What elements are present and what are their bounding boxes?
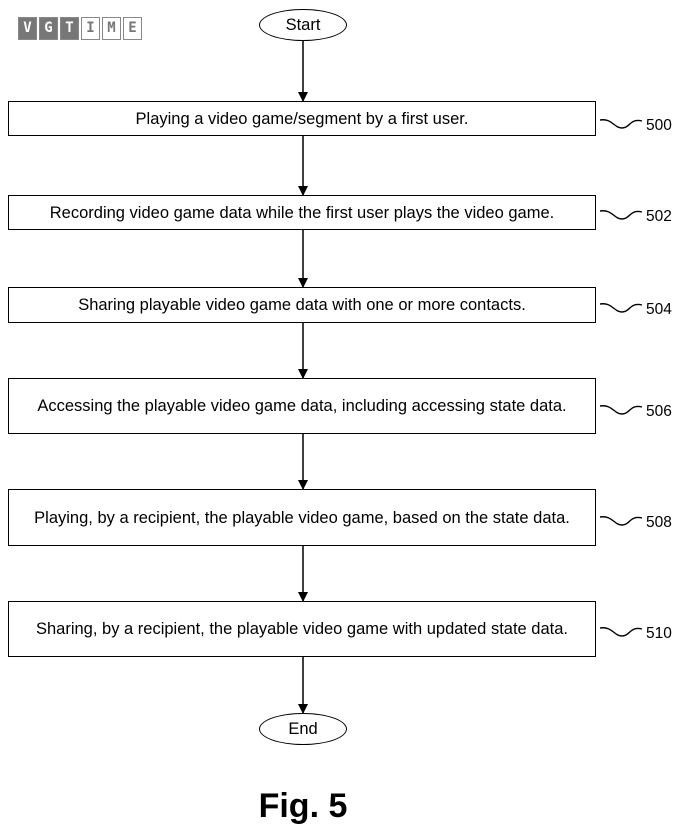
ref-squiggle-510	[599, 627, 643, 637]
step-text: Playing, by a recipient, the playable vi…	[34, 508, 570, 527]
vgtime-logo: V G T I M E	[18, 17, 142, 40]
ref-number-508: 508	[646, 514, 672, 531]
ref-number-510: 510	[646, 625, 672, 642]
ref-squiggle-502	[599, 210, 643, 220]
logo-letter: T	[60, 17, 79, 40]
ref-number-500: 500	[646, 117, 672, 134]
start-label: Start	[285, 15, 321, 34]
step-box-506: Accessing the playable video game data, …	[8, 378, 596, 434]
step-box-504: Sharing playable video game data with on…	[8, 287, 596, 323]
step-text: Accessing the playable video game data, …	[37, 397, 567, 415]
step-box-510: Sharing, by a recipient, the playable vi…	[8, 601, 596, 657]
step-box-508: Playing, by a recipient, the playable vi…	[8, 489, 596, 546]
figure-caption: Fig. 5	[258, 787, 348, 825]
end-label: End	[288, 719, 318, 738]
logo-letter: V	[18, 17, 37, 40]
step-text: Sharing, by a recipient, the playable vi…	[35, 620, 568, 638]
end-terminal: End	[259, 713, 347, 745]
ref-squiggle-506	[599, 405, 643, 415]
ref-number-506: 506	[646, 403, 672, 420]
logo-letter: E	[123, 17, 142, 40]
step-text: Playing a video game/segment by a first …	[135, 109, 469, 128]
ref-squiggle-504	[599, 303, 643, 313]
logo-letter: G	[39, 17, 58, 40]
step-box-502: Recording video game data while the firs…	[8, 195, 596, 230]
logo-letter: M	[102, 17, 121, 40]
step-text: Recording video game data while the firs…	[49, 203, 555, 222]
ref-squiggle-500	[599, 119, 643, 129]
step-box-500: Playing a video game/segment by a first …	[8, 101, 596, 136]
start-terminal: Start	[259, 9, 347, 41]
ref-number-504: 504	[646, 301, 672, 318]
ref-squiggle-508	[599, 516, 643, 526]
logo-letter: I	[81, 17, 100, 40]
ref-number-502: 502	[646, 208, 672, 225]
step-text: Sharing playable video game data with on…	[78, 296, 526, 314]
